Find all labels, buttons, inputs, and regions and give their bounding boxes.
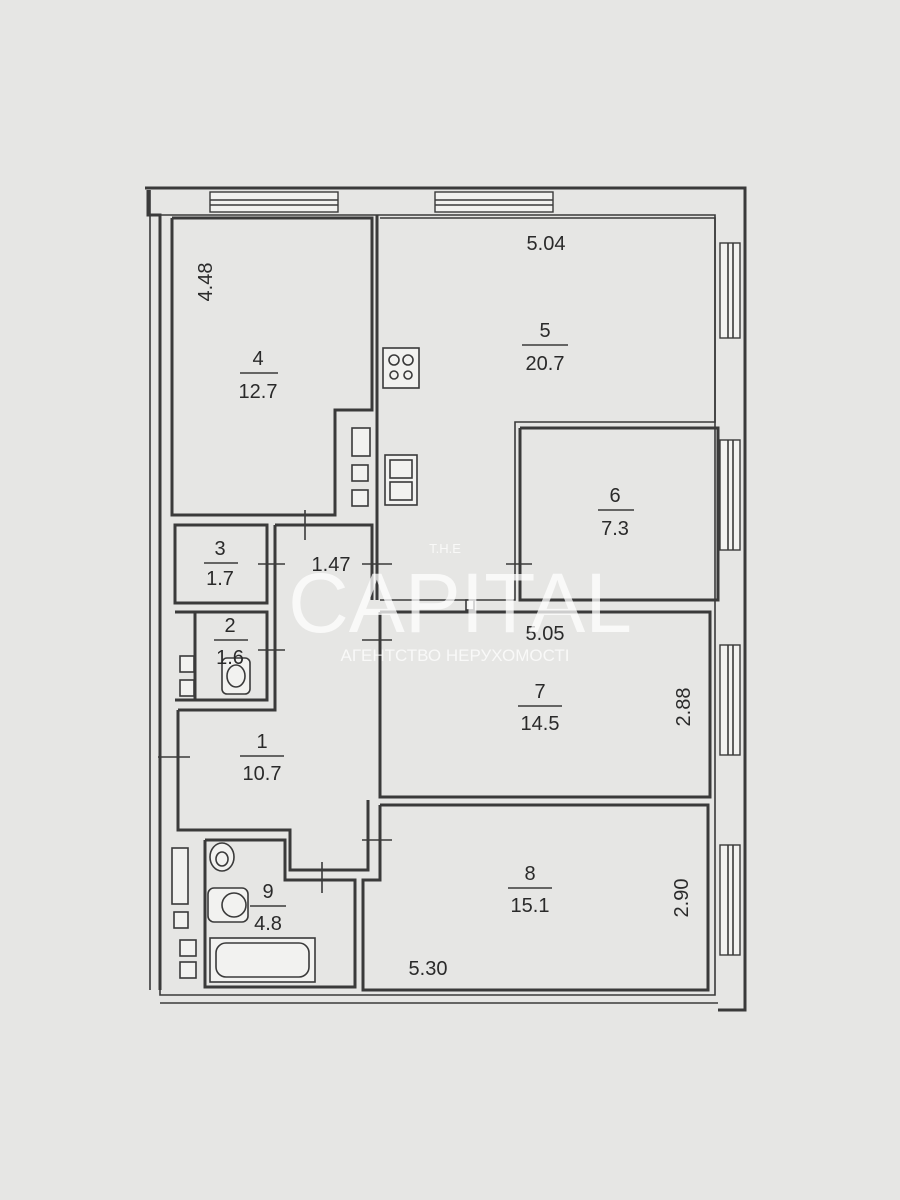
room-1-number: 1 (256, 731, 267, 753)
room-1-area: 10.7 (243, 763, 282, 785)
toilet-icon-2 (207, 887, 249, 923)
room-8-area: 15.1 (511, 895, 550, 917)
room-7-height-dim: 2.88 (673, 688, 695, 727)
watermark: T.H.E CAPITAL АГЕНТСТВО НЕРУХОМОСТІ (288, 541, 632, 665)
room-6-label: 6 7.3 (598, 485, 634, 540)
room-2-label: 2 1.6 (214, 615, 248, 669)
room-3-number: 3 (214, 538, 225, 560)
interior-walls (170, 215, 720, 992)
outer-wall (145, 186, 747, 1012)
watermark-main: CAPITAL (288, 556, 632, 650)
room-3-label: 3 1.7 (204, 538, 238, 590)
room-8-number: 8 (524, 863, 535, 885)
room-9-label: 9 4.8 (250, 881, 286, 935)
room-4-number: 4 (252, 348, 263, 370)
room-7-area: 14.5 (521, 713, 560, 735)
bathtub-icon (209, 937, 316, 983)
room-7-number: 7 (534, 681, 545, 703)
toilet-icon (221, 657, 251, 695)
room-2-number: 2 (224, 615, 235, 637)
room-3-area: 1.7 (206, 568, 234, 590)
corridor-area-dim: 1.47 (312, 554, 351, 576)
room-5-area: 20.7 (526, 353, 565, 375)
bathroom-fixtures (171, 655, 316, 983)
room-6-number: 6 (609, 485, 620, 507)
room-6-area: 7.3 (601, 518, 629, 540)
room-1-label: 1 10.7 (240, 731, 284, 785)
room-5-number: 5 (539, 320, 550, 342)
dimension-labels: 4.48 5.04 1.47 5.05 2.88 2.90 5.30 (195, 233, 695, 980)
stove-icon (382, 347, 420, 389)
room-7-label: 7 14.5 (518, 681, 562, 735)
room-4-area: 12.7 (239, 381, 278, 403)
room-7-width-dim: 5.05 (526, 623, 565, 645)
windows (209, 191, 741, 956)
door-marks (158, 510, 532, 893)
room-2-area: 1.6 (216, 647, 244, 669)
washbasin-icon (209, 842, 235, 872)
room-8-width-dim: 5.30 (409, 958, 448, 980)
watermark-subtitle: АГЕНТСТВО НЕРУХОМОСТІ (341, 646, 570, 665)
watermark-top: T.H.E (429, 541, 461, 556)
room-5-width-dim: 5.04 (527, 233, 566, 255)
room-labels: 4 12.7 5 20.7 6 7.3 3 1.7 2 1.6 1 10.7 (204, 320, 634, 935)
room-4-height-dim: 4.48 (195, 263, 217, 302)
room-4-label: 4 12.7 (239, 348, 278, 403)
room-9-area: 4.8 (254, 913, 282, 935)
room-9-number: 9 (262, 881, 273, 903)
room-5-label: 5 20.7 (522, 320, 568, 375)
room-8-label: 8 15.1 (508, 863, 552, 917)
kitchen-fixtures (351, 347, 420, 507)
room-8-height-dim: 2.90 (671, 879, 693, 918)
